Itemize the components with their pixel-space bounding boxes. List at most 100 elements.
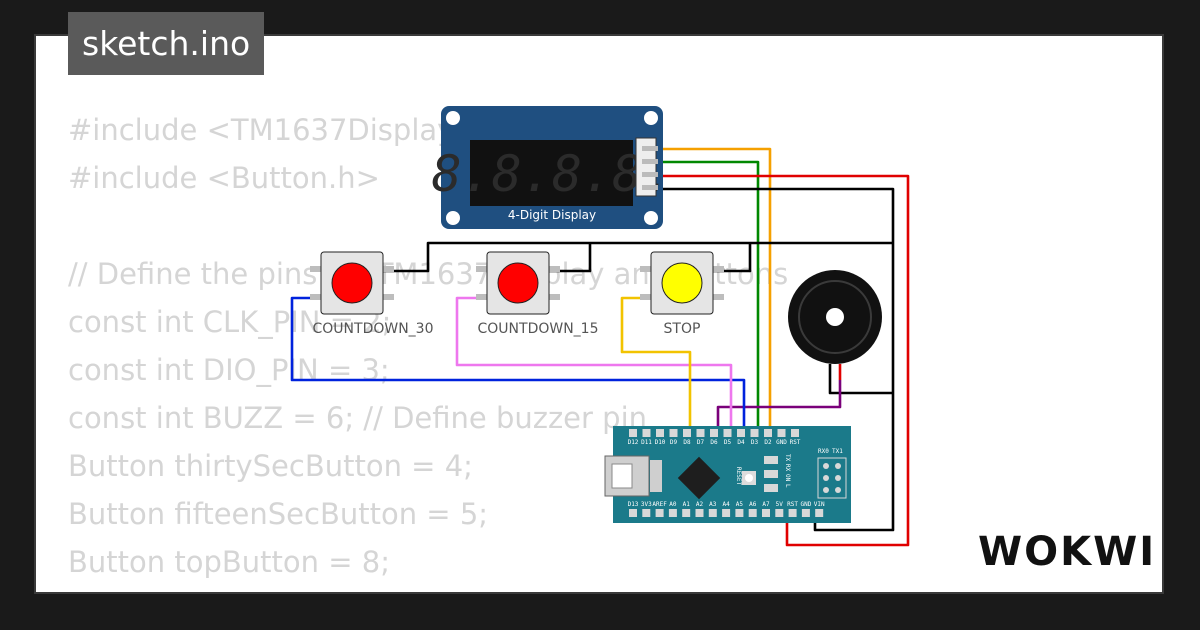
pin-label: D9: [670, 439, 678, 446]
wire-button-30: [290, 296, 746, 432]
header-pin[interactable]: [656, 429, 664, 437]
pin-label: A4: [722, 501, 730, 508]
code-line: Button thirtySecButton = 4;: [68, 449, 473, 483]
wire-button-ground: [382, 241, 893, 273]
pin-label: D2: [764, 439, 772, 446]
header-pin[interactable]: [683, 429, 691, 437]
pin-label: RST: [787, 501, 798, 508]
wire-button-stop: [620, 296, 692, 432]
header-pin[interactable]: [682, 509, 691, 517]
pin-label: D5: [724, 439, 732, 446]
rx0-label: RX0: [818, 448, 829, 455]
led-label: RX: [784, 464, 791, 472]
header-pin[interactable]: [708, 509, 717, 517]
pin-label: A6: [749, 501, 757, 508]
header-pin[interactable]: [764, 429, 772, 437]
led-label: L: [784, 484, 791, 488]
buzzer[interactable]: [788, 270, 882, 364]
pin-label: A7: [762, 501, 770, 508]
icsp-header: [817, 457, 847, 499]
button-countdown-15[interactable]: COUNTDOWN_15: [476, 251, 599, 337]
header-pin[interactable]: [655, 509, 664, 517]
wires: [290, 147, 910, 547]
pin-label: D7: [697, 439, 705, 446]
button-label: COUNTDOWN_15: [478, 321, 599, 337]
header-pin[interactable]: [815, 509, 824, 517]
pin-label: 5V: [776, 501, 784, 508]
pin-label: A3: [709, 501, 717, 508]
pin-label: D8: [683, 439, 691, 446]
header-pin[interactable]: [669, 429, 678, 437]
header-pin[interactable]: [710, 429, 718, 437]
wire-buzzer-ground: [828, 364, 893, 395]
header-pin[interactable]: [696, 429, 705, 437]
wire-buzzer-signal: [716, 380, 842, 432]
pin-label: D10: [655, 439, 666, 446]
code-line: const int BUZZ = 6; // Define buzzer pin: [68, 401, 648, 435]
header-pin[interactable]: [642, 429, 651, 437]
pin-label: GND: [776, 439, 787, 446]
header-pin[interactable]: [791, 429, 799, 437]
wire-clk: [656, 147, 772, 432]
wire-gnd: [656, 187, 895, 532]
header-pin[interactable]: [629, 509, 637, 517]
header-pin[interactable]: [723, 429, 732, 437]
pin-label: A5: [736, 501, 744, 508]
pin-label: A1: [683, 501, 691, 508]
pin-label: GND: [800, 501, 811, 508]
pin-label: RST: [790, 439, 801, 446]
led-label: ON: [784, 474, 791, 482]
button-countdown-30[interactable]: COUNTDOWN_30: [310, 251, 434, 337]
code-line: Button topButton = 8;: [68, 545, 390, 579]
reset-label: RESET: [735, 467, 742, 485]
wire-button-15: [455, 296, 733, 432]
wokwi-logo-text: WOKWI: [978, 529, 1156, 575]
header-pin[interactable]: [629, 429, 637, 437]
led-label: TX: [784, 454, 791, 462]
file-name-tab[interactable]: sketch.ino: [68, 12, 265, 75]
pin-label: A0: [669, 501, 677, 508]
pin-label: VIN: [814, 501, 825, 508]
button-label: STOP: [664, 321, 701, 337]
pin-label: AREF: [652, 501, 667, 508]
header-pin[interactable]: [722, 509, 731, 517]
header-pin[interactable]: [801, 509, 810, 517]
header-pin[interactable]: [737, 429, 745, 437]
display-digits: 8.8.8.8.: [432, 145, 673, 203]
pin-label: A2: [696, 501, 704, 508]
pin-label: D3: [751, 439, 759, 446]
code-line: const int CLK_PIN = 2;: [68, 305, 392, 339]
pin-label: D6: [710, 439, 718, 446]
pin-label: D13: [628, 501, 639, 508]
button-stop[interactable]: STOP: [640, 251, 724, 337]
pin-label: D12: [628, 439, 639, 446]
code-preview: #include <TM1637Display.h>#include <Butt…: [68, 106, 788, 592]
header-pin[interactable]: [748, 509, 757, 517]
display-label: 4-Digit Display: [508, 208, 596, 222]
tm1637-display[interactable]: 8.8.8.8. 4-Digit Display: [432, 106, 673, 229]
code-line: Button fifteenSecButton = 5;: [68, 497, 489, 531]
header-pin[interactable]: [695, 509, 704, 517]
pin-label: 3V3: [641, 501, 652, 508]
tx1-label: TX1: [832, 448, 843, 455]
wire-vcc: [656, 174, 910, 547]
code-line: const int DIO_PIN = 3;: [68, 353, 390, 387]
status-leds: [764, 456, 778, 492]
led-labels: TX RX ON L: [784, 454, 791, 488]
button-label: COUNTDOWN_30: [313, 321, 434, 337]
header-pin[interactable]: [750, 429, 759, 437]
header-pin[interactable]: [735, 509, 744, 517]
header-pin[interactable]: [668, 509, 677, 517]
header-pin[interactable]: [642, 509, 651, 517]
header-pin[interactable]: [788, 509, 797, 517]
header-pin[interactable]: [777, 429, 786, 437]
wokwi-logo: WOKWI: [978, 529, 1156, 575]
header-pin[interactable]: [775, 509, 784, 517]
code-line: #include <Button.h>: [68, 161, 380, 195]
pin-label: D4: [737, 439, 745, 446]
header-pin[interactable]: [762, 509, 770, 517]
